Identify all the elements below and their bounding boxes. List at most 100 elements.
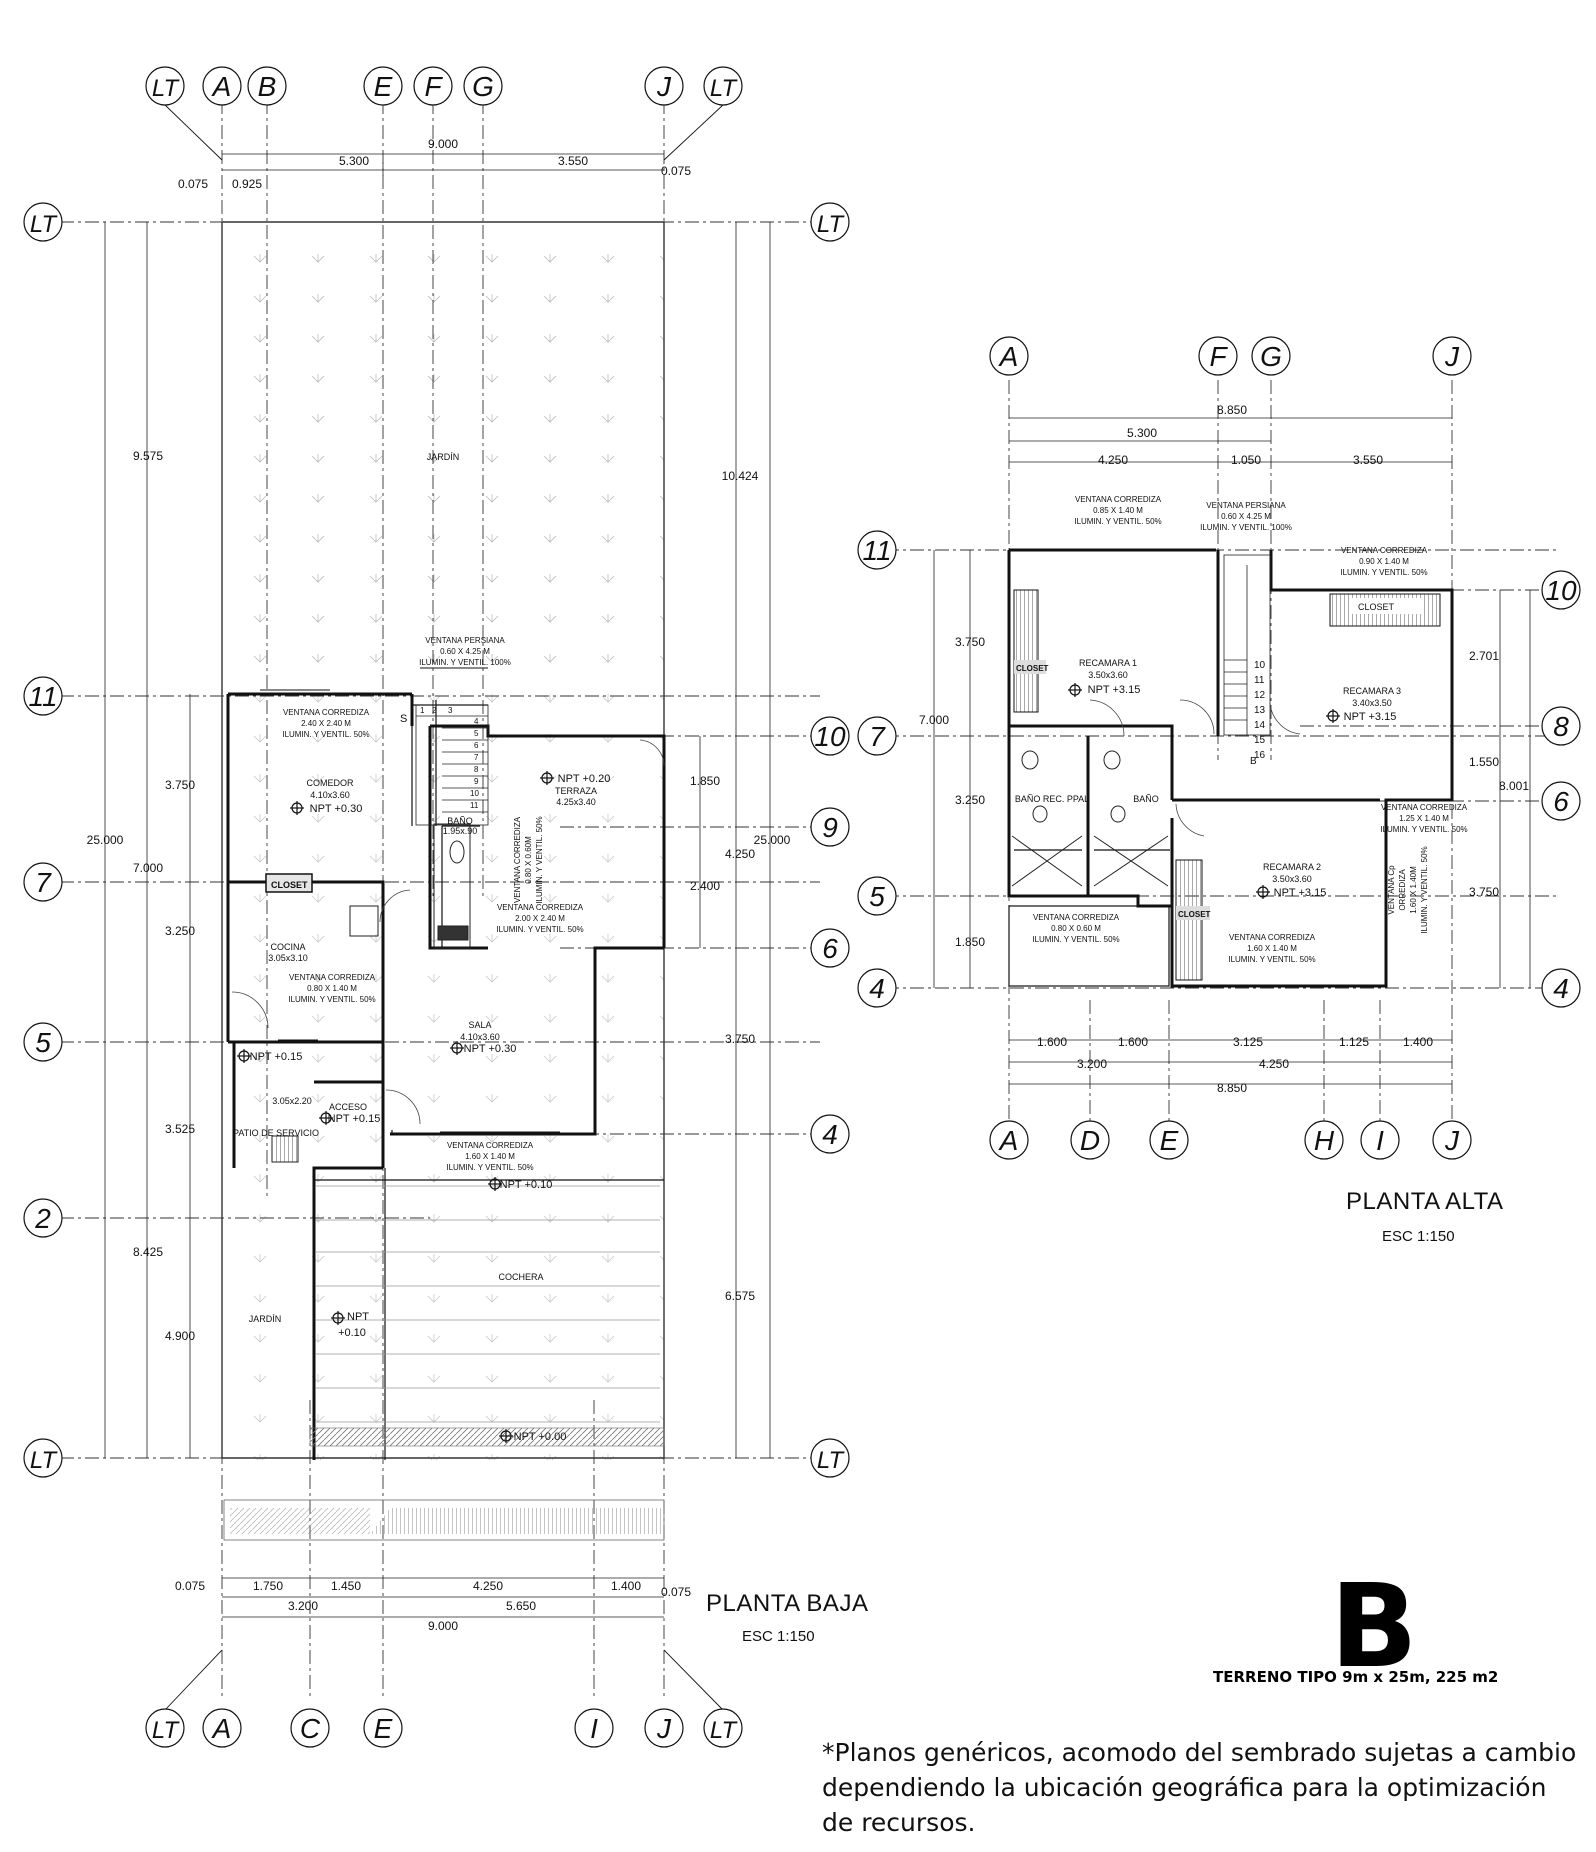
svg-text:1.400: 1.400 xyxy=(1403,1035,1433,1049)
pb-window-markers xyxy=(260,667,560,1133)
disclaimer-note: *Planos genéricos, acomodo del sembrado … xyxy=(822,1738,1577,1837)
svg-text:8.425: 8.425 xyxy=(133,1245,163,1259)
svg-text:ILUMIN. Y VENTIL. 50%: ILUMIN. Y VENTIL. 50% xyxy=(1340,568,1427,577)
svg-text:F: F xyxy=(424,71,443,102)
svg-text:A: A xyxy=(998,341,1019,372)
svg-text:6: 6 xyxy=(1553,786,1569,817)
planta-baja-scale: ESC 1:150 xyxy=(742,1628,815,1645)
pa-interior xyxy=(1008,849,1170,987)
svg-text:0.925: 0.925 xyxy=(232,177,262,191)
svg-text:10.424: 10.424 xyxy=(722,469,759,483)
pa-closet-3-tag xyxy=(1350,598,1422,614)
svg-text:VENTANA CORREDIZA: VENTANA CORREDIZA xyxy=(1229,933,1316,942)
label-patio-size: 3.05x2.20 xyxy=(272,1096,312,1106)
svg-text:1: 1 xyxy=(420,706,425,715)
svg-text:3.750: 3.750 xyxy=(165,778,195,792)
lot-grass-top xyxy=(224,222,664,688)
label-patio: PATIO DE SERVICIO xyxy=(233,1128,319,1138)
svg-text:LT: LT xyxy=(710,75,739,102)
label-cochera: COCHERA xyxy=(498,1272,543,1282)
label-comedor-size: 4.10x3.60 xyxy=(310,790,350,800)
svg-text:1.050: 1.050 xyxy=(1231,453,1261,467)
label-sala-size: 4.10x3.60 xyxy=(460,1032,500,1042)
pa-grid-bubbles-left xyxy=(857,530,897,1008)
svg-text:VENTANA CORREDIZA: VENTANA CORREDIZA xyxy=(513,816,522,903)
pb-window-labels: VENTANA PERSIANA 0.60 X 4.25 M ILUMIN. Y… xyxy=(282,636,583,1172)
svg-text:3.550: 3.550 xyxy=(558,154,588,168)
svg-text:E: E xyxy=(374,71,393,102)
house-type-letter: B xyxy=(1330,1560,1418,1694)
svg-text:11: 11 xyxy=(28,681,57,712)
svg-text:ILUMIN. Y VENTIL. 50%: ILUMIN. Y VENTIL. 50% xyxy=(496,925,583,934)
svg-text:5.300: 5.300 xyxy=(1127,426,1157,440)
pb-grid-bubbles-bottom xyxy=(145,1708,743,1748)
label-acceso-npt: NPT +0.15 xyxy=(328,1113,381,1125)
svg-text:7.000: 7.000 xyxy=(919,713,949,727)
svg-text:0.80 X 0.60M: 0.80 X 0.60M xyxy=(524,836,533,884)
svg-text:VENTANA PERSIANA: VENTANA PERSIANA xyxy=(425,636,505,645)
svg-text:NPT +3.15: NPT +3.15 xyxy=(1088,684,1141,696)
svg-text:5: 5 xyxy=(474,729,479,738)
svg-text:10: 10 xyxy=(1545,575,1577,606)
svg-text:3.50x3.60: 3.50x3.60 xyxy=(1272,874,1312,884)
svg-text:J: J xyxy=(1444,341,1460,372)
pa-grid-lines xyxy=(860,380,1560,1140)
pa-grid-labels-right: 10 8 6 4 xyxy=(1545,575,1577,1004)
svg-text:10: 10 xyxy=(814,721,846,752)
svg-text:9.000: 9.000 xyxy=(428,137,458,151)
svg-text:LT: LT xyxy=(817,211,846,238)
pb-window-label-vertical: VENTANA CORREDIZA 0.80 X 0.60M ILUMIN. Y… xyxy=(513,816,544,903)
label-cocina: COCINA xyxy=(270,942,305,952)
svg-text:1.450: 1.450 xyxy=(331,1579,361,1593)
svg-text:NPT +3.15: NPT +3.15 xyxy=(1344,711,1397,723)
svg-text:NPT +3.15: NPT +3.15 xyxy=(1274,887,1327,899)
pb-grid-labels-right: LT 10 9 6 4 LT xyxy=(814,211,846,1474)
svg-text:9.575: 9.575 xyxy=(133,449,163,463)
pb-grid-bubbles-left xyxy=(23,202,63,1478)
svg-text:B: B xyxy=(1250,756,1257,767)
svg-text:0.60 X 4.25 M: 0.60 X 4.25 M xyxy=(1221,512,1271,521)
pb-grid-bubbles-top xyxy=(145,66,743,106)
svg-text:I: I xyxy=(1376,1125,1384,1156)
svg-text:RECAMARA 2: RECAMARA 2 xyxy=(1263,862,1321,872)
svg-text:1.850: 1.850 xyxy=(690,774,720,788)
svg-text:8: 8 xyxy=(474,765,479,774)
svg-text:ILUMIN. Y VENTIL. 50%: ILUMIN. Y VENTIL. 50% xyxy=(1380,825,1467,834)
pb-closet-label: CLOSET xyxy=(271,880,308,890)
svg-text:3.525: 3.525 xyxy=(165,1122,195,1136)
svg-text:4.250: 4.250 xyxy=(725,847,755,861)
svg-text:10: 10 xyxy=(1254,660,1266,671)
pb-grid-leaders xyxy=(164,104,724,1711)
svg-text:1.850: 1.850 xyxy=(955,935,985,949)
svg-text:11: 11 xyxy=(862,535,891,566)
svg-text:S: S xyxy=(400,713,407,725)
svg-text:LT: LT xyxy=(152,75,181,102)
pb-laundry-sink xyxy=(271,1135,299,1163)
svg-text:LT: LT xyxy=(30,211,59,238)
svg-text:1.750: 1.750 xyxy=(253,1579,283,1593)
label-cocina-size: 3.05x3.10 xyxy=(268,953,308,963)
svg-text:6: 6 xyxy=(822,933,838,964)
svg-text:J: J xyxy=(1444,1125,1460,1156)
svg-text:5.300: 5.300 xyxy=(339,154,369,168)
svg-text:ILUMIN. Y VENTIL. 50%: ILUMIN. Y VENTIL. 50% xyxy=(1032,935,1119,944)
svg-text:LT: LT xyxy=(817,1447,846,1474)
svg-text:1.550: 1.550 xyxy=(1469,755,1499,769)
svg-text:3.250: 3.250 xyxy=(955,793,985,807)
label-terraza: TERRAZA xyxy=(555,786,597,796)
svg-text:4: 4 xyxy=(869,973,885,1004)
svg-text:ILUMIN. Y VENTIL. 50%: ILUMIN. Y VENTIL. 50% xyxy=(535,816,544,903)
svg-text:4: 4 xyxy=(474,717,479,726)
svg-text:A: A xyxy=(998,1125,1019,1156)
svg-text:F: F xyxy=(1209,341,1228,372)
pa-dimension-lines xyxy=(933,417,1531,1085)
svg-text:VENTANA CORREDIZA: VENTANA CORREDIZA xyxy=(497,903,584,912)
svg-text:8: 8 xyxy=(1553,711,1569,742)
pa-closet-1-tag xyxy=(1014,660,1046,674)
svg-text:8.001: 8.001 xyxy=(1499,779,1529,793)
svg-text:ILUMIN. Y VENTIL. 50%: ILUMIN. Y VENTIL. 50% xyxy=(282,730,369,739)
svg-text:4.900: 4.900 xyxy=(165,1329,195,1343)
